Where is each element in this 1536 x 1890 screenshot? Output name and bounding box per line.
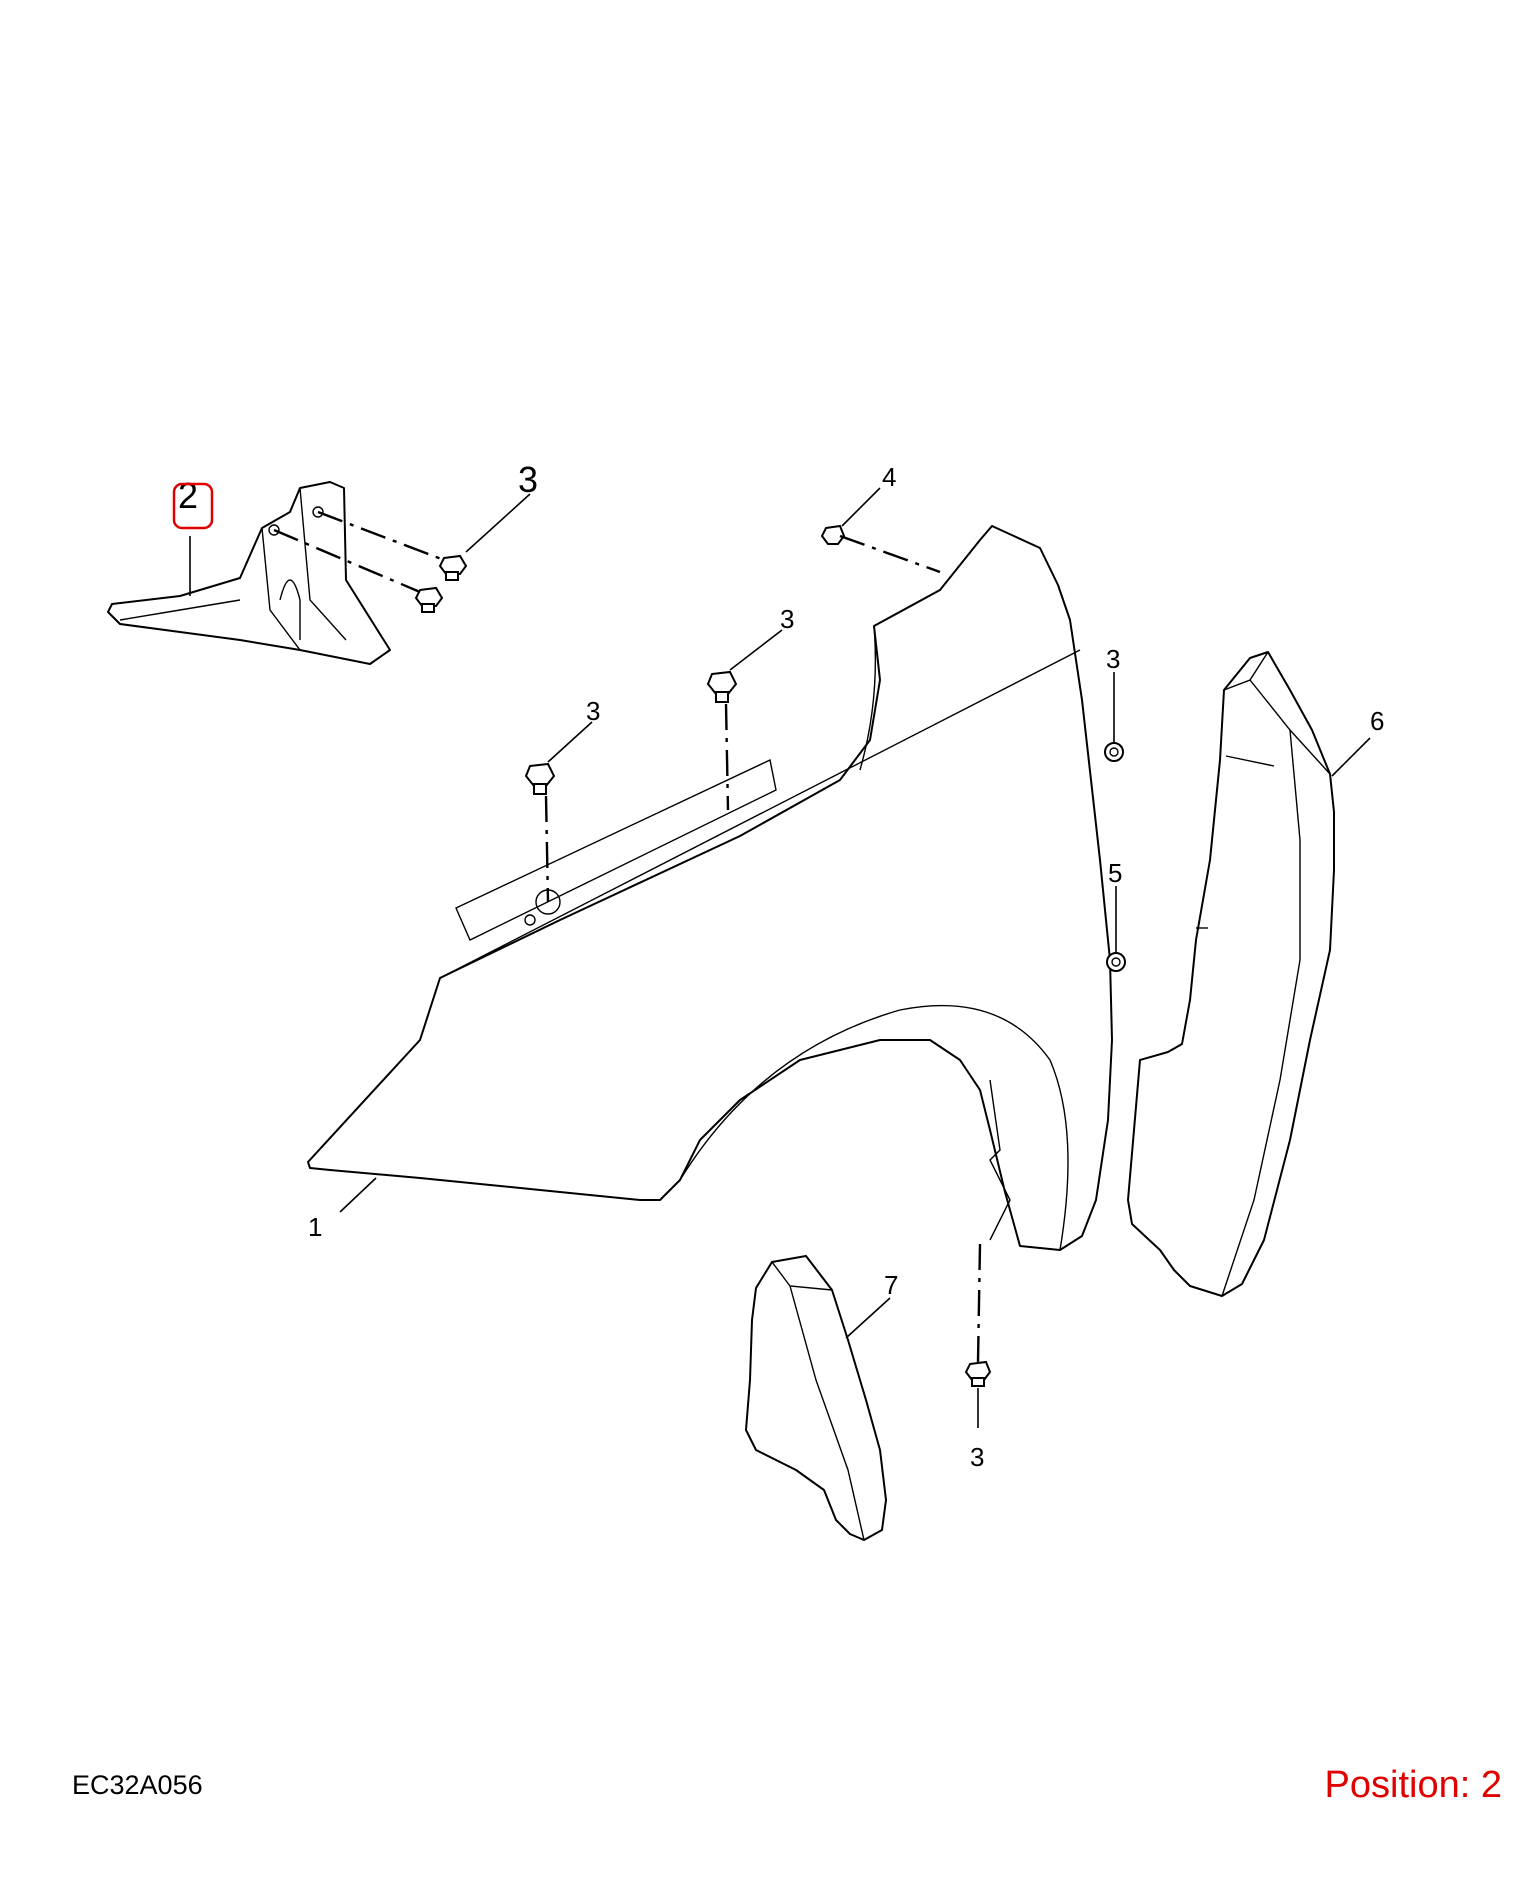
fastener-bolt-bottom[interactable] bbox=[964, 1360, 992, 1387]
position-label: Position: 2 bbox=[1324, 1764, 1502, 1806]
callout-2: 2 bbox=[178, 475, 198, 516]
callout-4: 4 bbox=[882, 462, 896, 492]
fastener-bolt-left[interactable] bbox=[524, 762, 556, 795]
callout-3-left: 3 bbox=[586, 696, 600, 726]
callout-1: 1 bbox=[308, 1212, 322, 1242]
drawing-code: EC32A056 bbox=[72, 1770, 203, 1800]
fastener-clip-top[interactable] bbox=[820, 524, 846, 545]
fastener-bolt-bracket-upper[interactable] bbox=[438, 554, 468, 581]
fastener-nut-right[interactable] bbox=[1104, 742, 1124, 762]
part-2-bracket[interactable] bbox=[107, 481, 391, 665]
callout-6: 6 bbox=[1370, 706, 1384, 736]
part-6-liner[interactable] bbox=[1127, 651, 1335, 1297]
callout-3-bottom: 3 bbox=[970, 1442, 984, 1472]
callout-3-center: 3 bbox=[780, 604, 794, 634]
leader-lines bbox=[189, 487, 1371, 1428]
fastener-bolt-bracket-lower[interactable] bbox=[414, 586, 444, 613]
callout-2-highlight bbox=[172, 482, 214, 530]
callout-7: 7 bbox=[884, 1270, 898, 1300]
assembly-lines bbox=[273, 510, 982, 1363]
part-1-fender[interactable] bbox=[307, 525, 1113, 1251]
callout-3-right: 3 bbox=[1106, 644, 1120, 674]
callout-5: 5 bbox=[1108, 858, 1122, 888]
part-7-lower-liner[interactable] bbox=[745, 1255, 887, 1541]
fastener-bolt-center[interactable] bbox=[706, 670, 738, 703]
callout-3-top: 3 bbox=[518, 459, 538, 500]
fastener-nut-5[interactable] bbox=[1106, 952, 1126, 972]
